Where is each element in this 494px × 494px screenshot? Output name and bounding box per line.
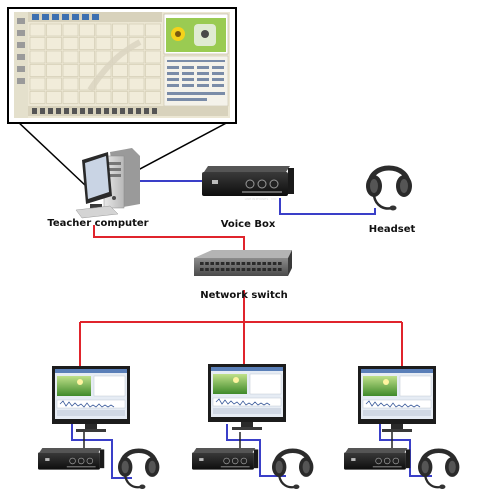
network-switch-label: Network switch: [200, 290, 288, 301]
audio-cables: [71, 180, 432, 479]
teacher-computer: Teacher computer: [47, 148, 149, 229]
voice-box-label: Voice Box: [221, 219, 276, 230]
student-1-audio-cable: [71, 424, 132, 479]
network-cables: [79, 225, 403, 366]
port-label-line-in: LINE IN: [245, 197, 256, 201]
student-monitor-2: [207, 363, 287, 431]
port-label-mic: MIC: [271, 197, 277, 201]
seat-grid: [29, 23, 161, 104]
student-voice-box-2: [191, 447, 259, 470]
student-voice-box-3: [343, 447, 411, 470]
teacher-voice-box: LINE IN PHONES MIC Voice Box: [201, 165, 295, 230]
student-headset-3: [418, 451, 459, 489]
headset-label: Headset: [369, 224, 416, 235]
video-cables: [83, 432, 393, 448]
student-headset-2: [272, 451, 313, 489]
student-station-3: [343, 365, 459, 489]
student-voice-box-1: [37, 447, 105, 470]
switch-ports: [200, 262, 282, 271]
network-switch: Network switch: [194, 250, 292, 301]
teacher-computer-label: Teacher computer: [47, 218, 148, 229]
student-monitor-3: [357, 365, 437, 433]
student-station-1: [37, 365, 159, 489]
teacher-to-switch-cable: [93, 225, 245, 252]
student-2-audio-cable: [226, 424, 286, 477]
voicebox-to-headset-cable: [279, 198, 376, 215]
student-headset-1: [118, 451, 159, 489]
student-monitor-1: [51, 365, 131, 433]
teacher-software-screenshot: [14, 12, 230, 118]
port-label-phones: PHONES: [256, 197, 269, 201]
student-station-2: [191, 363, 313, 489]
teacher-headset: Headset: [366, 168, 416, 235]
teacher-screen-zoom-callout: [7, 7, 237, 187]
student-3-audio-cable: [379, 424, 432, 477]
